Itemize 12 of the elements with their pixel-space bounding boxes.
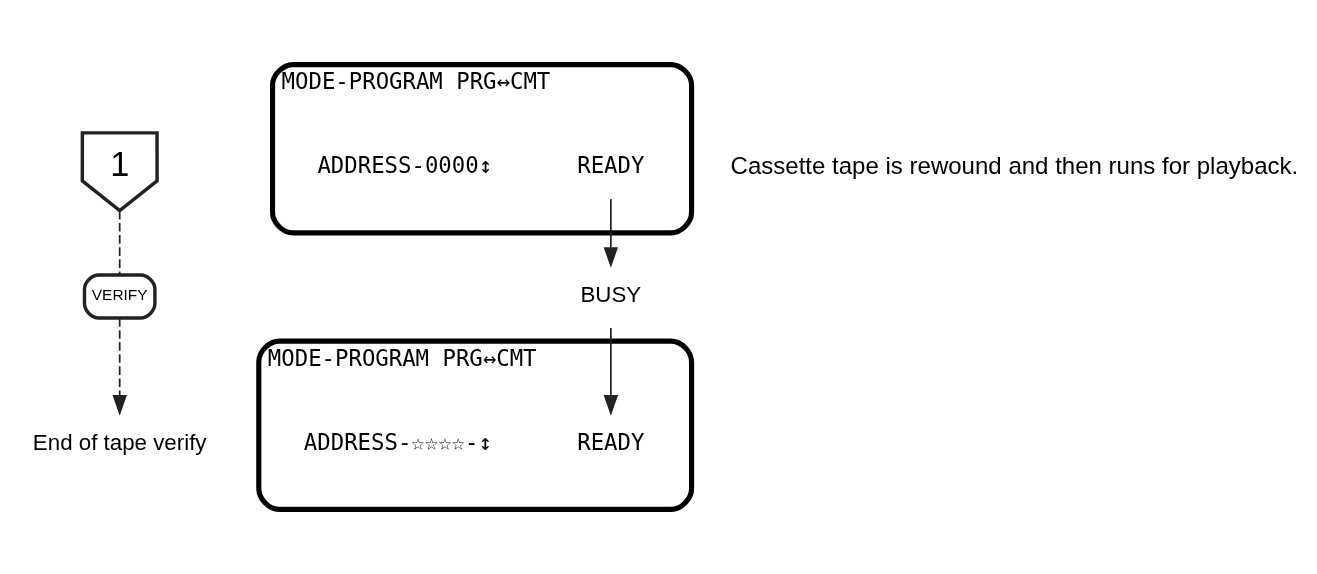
connector bbox=[118, 210, 121, 276]
node-text: READY bbox=[577, 152, 645, 179]
node-text: ADDRESS-0000↕ bbox=[317, 152, 493, 179]
node-text: BUSY bbox=[580, 282, 642, 308]
arrow bbox=[603, 327, 619, 416]
node-text: ADDRESS-☆☆☆☆-↕ bbox=[303, 428, 492, 455]
label: Cassette tape is rewound and then runs for playback. bbox=[730, 152, 1299, 179]
node-text: End of tape verify bbox=[32, 429, 207, 455]
arrow bbox=[603, 198, 619, 268]
node-box: VERIFY bbox=[82, 273, 157, 320]
node-text: READY bbox=[577, 428, 645, 455]
arrow bbox=[112, 317, 127, 416]
